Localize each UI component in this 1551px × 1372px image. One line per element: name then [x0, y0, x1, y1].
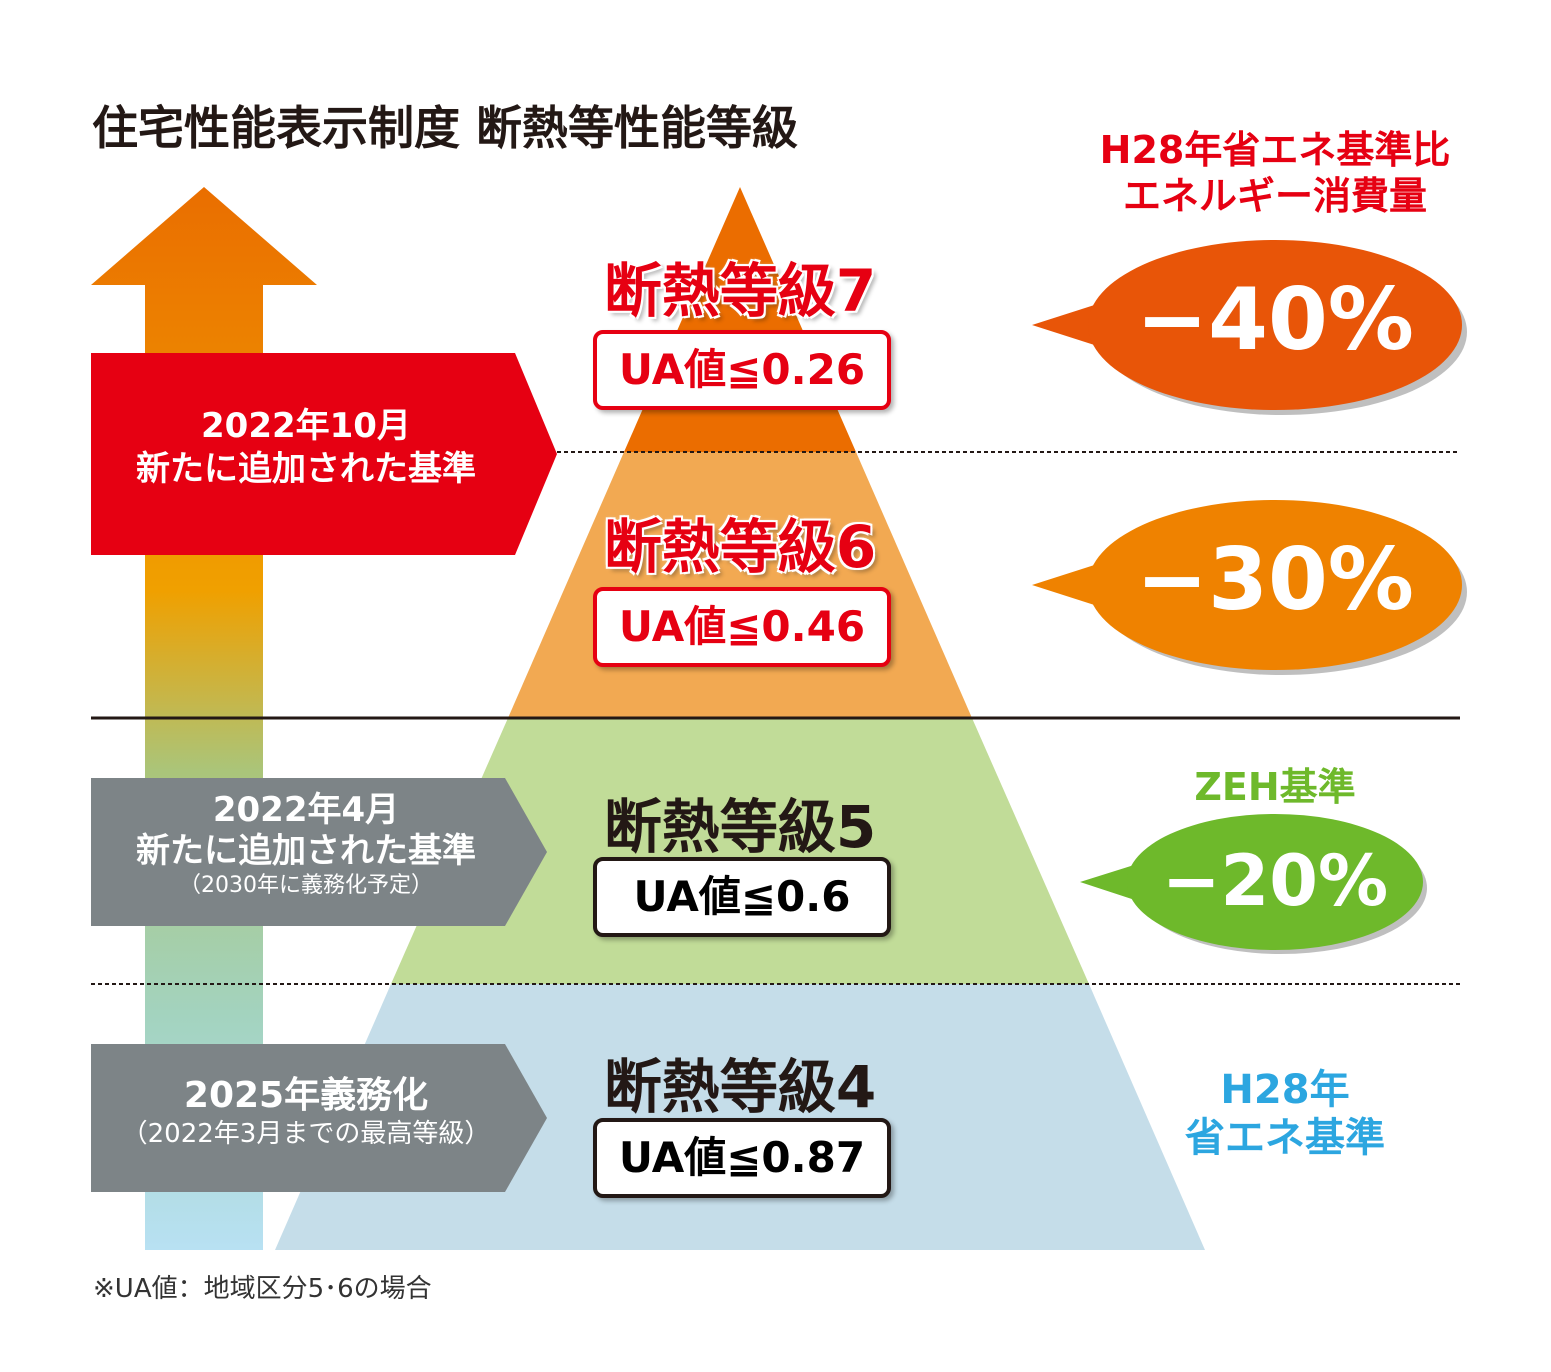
- reduction-30: −30%: [1136, 530, 1414, 630]
- bubble-40: [1032, 240, 1467, 415]
- header-line2: エネルギー消費量: [1122, 173, 1427, 218]
- header-right: H28年省エネ基準比 エネルギー消費量: [1070, 128, 1480, 219]
- h28-badge: H28年 省エネ基準: [1140, 1066, 1430, 1162]
- banner-line2: 新たに追加された基準: [136, 448, 476, 489]
- page-title: 住宅性能表示制度 断熱等性能等級: [92, 101, 799, 155]
- grade-7-ua: UA値≦0.26: [593, 330, 891, 410]
- reduction-40: −40%: [1136, 270, 1414, 370]
- grade-5-ua: UA値≦0.6: [593, 857, 891, 937]
- banner-shape-gray: [91, 778, 547, 926]
- grade-6-label: 断熱等級6: [603, 513, 877, 581]
- banner-2022-4: 2022年4月 新たに追加された基準 （2030年に義務化予定）: [91, 790, 521, 900]
- grade-4-label: 断熱等級4: [603, 1053, 877, 1121]
- banner-shape-red: [91, 353, 557, 555]
- grade-5-label: 断熱等級5: [603, 793, 877, 861]
- banner-shape-gray: [91, 1044, 547, 1192]
- banner-line3: （2030年に義務化予定）: [179, 872, 433, 898]
- grade-6-ua: UA値≦0.46: [593, 587, 891, 667]
- reduction-20: −20%: [1161, 840, 1389, 922]
- bubble-30: [1032, 500, 1467, 675]
- banner-line2: 新たに追加された基準: [136, 831, 476, 872]
- banner-line1: 2022年10月: [201, 406, 411, 446]
- zeh-badge: ZEH基準: [1194, 765, 1356, 809]
- banner-line2: （2022年3月までの最高等級）: [121, 1119, 491, 1149]
- grade-4-ua: UA値≦0.87: [593, 1118, 891, 1198]
- header-line1: H28年省エネ基準比: [1099, 128, 1451, 172]
- banner-line1: 2025年義務化: [183, 1075, 429, 1116]
- pyramid-level-5: [391, 718, 1089, 984]
- banner-line1: 2022年4月: [212, 790, 400, 830]
- h28-line2: 省エネ基準: [1185, 1115, 1385, 1161]
- pyramid-level-6: [508, 452, 972, 718]
- banner-2025: 2025年義務化 （2022年3月までの最高等級）: [91, 1073, 521, 1151]
- bubble-20: [1080, 814, 1427, 954]
- grade-7-label: 断熱等級7: [603, 257, 877, 325]
- footnote: ※UA値：地域区分5･6の場合: [93, 1274, 432, 1304]
- h28-line1: H28年: [1220, 1067, 1350, 1113]
- banner-2022-10: 2022年10月 新たに追加された基準: [91, 405, 521, 490]
